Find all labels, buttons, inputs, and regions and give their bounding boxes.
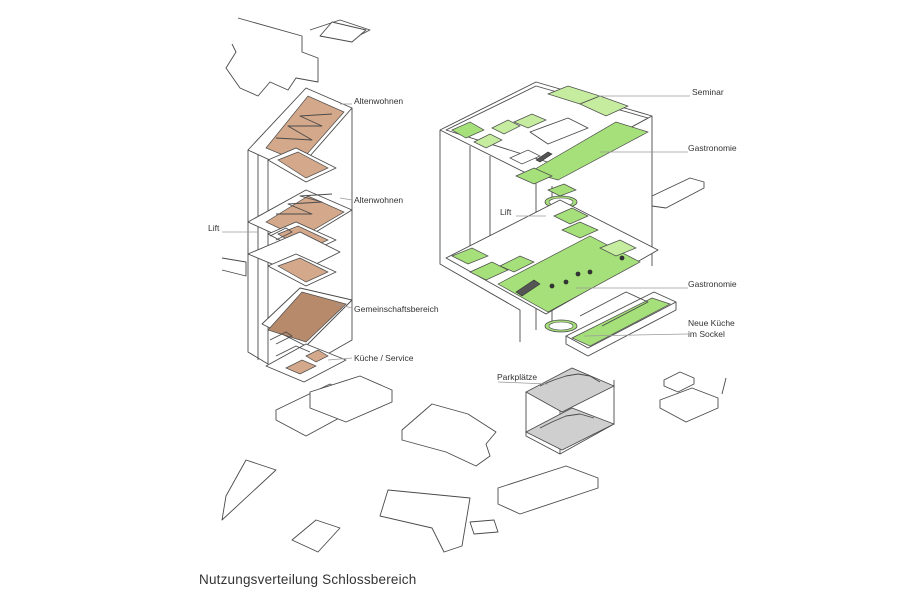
leader-lines xyxy=(222,95,690,385)
label-lift-right: Lift xyxy=(500,207,512,217)
label-neue-kueche-line2: im Sockel xyxy=(688,329,725,339)
label-altenwohnen-upper: Altenwohnen xyxy=(354,96,403,106)
diagram-caption: Nutzungsverteilung Schlossbereich xyxy=(199,572,417,587)
label-gastronomie-upper: Gastronomie xyxy=(688,143,737,153)
parking-block xyxy=(525,367,615,455)
label-seminar: Seminar xyxy=(692,87,724,97)
label-neue-kueche-line1: Neue Küche xyxy=(688,318,735,328)
label-parkplaetze: Parkplätze xyxy=(497,372,537,382)
residential-tower xyxy=(247,87,353,383)
labels: Altenwohnen Altenwohnen Lift Gemeinschaf… xyxy=(208,87,737,382)
label-gastronomie-lower: Gastronomie xyxy=(688,279,737,289)
label-altenwohnen-lower: Altenwohnen xyxy=(354,195,403,205)
label-gemeinschaftsbereich: Gemeinschaftsbereich xyxy=(354,304,439,314)
context-outlines xyxy=(221,17,727,553)
gastronomy-building xyxy=(439,81,677,357)
label-lift-left: Lift xyxy=(208,223,220,233)
label-kueche-service: Küche / Service xyxy=(354,353,414,363)
